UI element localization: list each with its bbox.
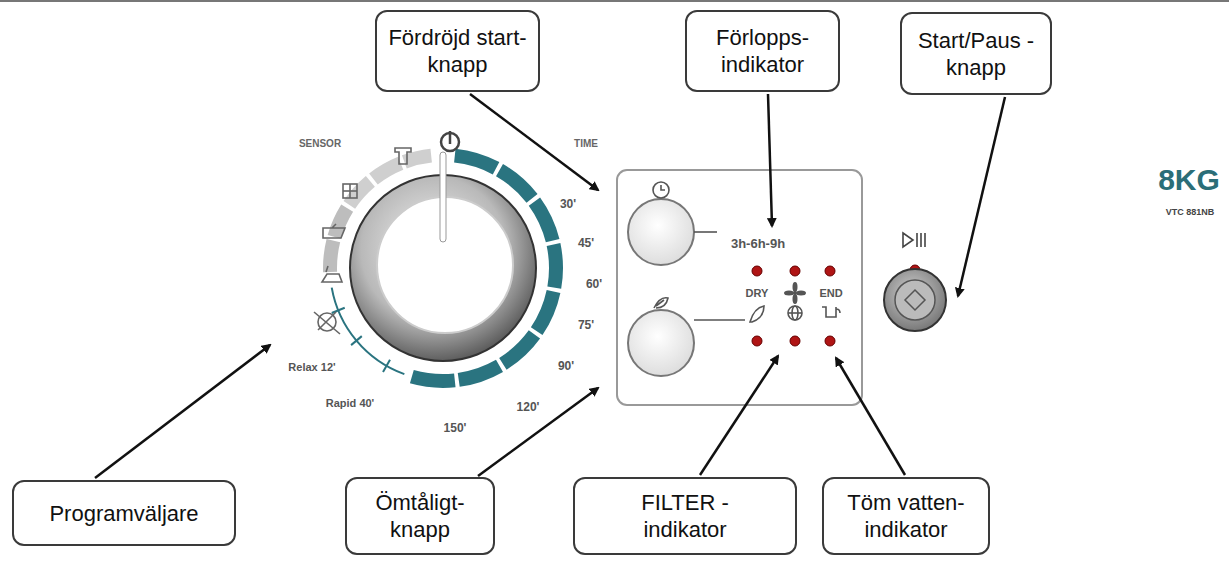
panel-label: 45' xyxy=(578,236,594,250)
panel-label: 60' xyxy=(586,277,602,291)
panel-icons xyxy=(653,182,840,322)
scale-segment xyxy=(500,170,533,198)
callout-box: FILTER -indikator xyxy=(573,477,797,555)
callout-box: Fördröjd start- knapp xyxy=(375,10,540,92)
scale-segment xyxy=(330,241,333,272)
start-button-mark xyxy=(905,290,925,310)
scale-segment xyxy=(334,208,347,237)
leader-line xyxy=(700,356,778,475)
callout-text: FILTER -indikator xyxy=(615,489,755,543)
callout-text: Ömtåligt- knapp xyxy=(355,489,485,543)
scale-segment xyxy=(455,156,496,169)
delay-button xyxy=(628,199,694,265)
scale-segment xyxy=(534,202,552,241)
leader-line xyxy=(958,97,1005,296)
start-button-face xyxy=(895,280,935,320)
scale-segment xyxy=(373,163,400,179)
panel-label: DRY xyxy=(746,287,769,299)
scale-segment xyxy=(459,366,500,380)
callout-text: Fördröjd start- knapp xyxy=(385,24,530,78)
scale-segment xyxy=(412,377,455,381)
panel-label: 3h-6h-9h xyxy=(731,236,785,251)
panel-label: 150' xyxy=(444,421,467,435)
scale-segment xyxy=(349,181,370,204)
callout-box: Ömtåligt- knapp xyxy=(345,477,495,555)
scale-segment xyxy=(503,334,535,363)
panel-label: TIME xyxy=(574,138,598,149)
sensor-icons xyxy=(314,148,411,334)
start-button xyxy=(884,269,946,331)
panel-label: Rapid 40' xyxy=(326,397,374,409)
panel-label: END xyxy=(819,287,842,299)
callout-text: Start/Paus -knapp xyxy=(910,27,1042,81)
capacity-logo: 8KG xyxy=(1158,163,1220,197)
power-symbol xyxy=(441,131,459,151)
leader-line xyxy=(836,358,905,475)
leader-line xyxy=(95,345,270,478)
knob-pointer xyxy=(440,152,446,242)
panel-label: SENSOR xyxy=(299,138,341,149)
start-pause-symbol xyxy=(903,233,925,247)
callout-text: Töm vatten- indikator xyxy=(832,489,980,543)
scale-segment xyxy=(554,245,556,288)
leader-line xyxy=(478,388,598,476)
scale-segment xyxy=(537,291,554,331)
top-rule xyxy=(0,0,1229,2)
callout-box: Förlopps- indikator xyxy=(685,10,840,92)
callout-box: Programväljare xyxy=(12,480,236,546)
panel-label: 90' xyxy=(558,359,574,373)
panel-label: Relax 12' xyxy=(288,361,335,373)
callout-text: Programväljare xyxy=(49,500,198,527)
scale-segment xyxy=(404,156,431,162)
callout-box: Start/Paus -knapp xyxy=(900,12,1052,95)
panel-label: 75' xyxy=(578,318,594,332)
fan-icon xyxy=(784,282,806,304)
model-number: VTC 881NB xyxy=(1166,207,1215,217)
callout-text: Förlopps- indikator xyxy=(695,24,830,78)
leader-line xyxy=(470,94,598,190)
panel-label: 30' xyxy=(560,197,576,211)
leader-line xyxy=(768,94,772,226)
panel-label: 120' xyxy=(517,400,540,414)
callout-box: Töm vatten- indikator xyxy=(822,477,990,555)
button-panel xyxy=(617,170,862,405)
delicate-button xyxy=(628,310,694,376)
